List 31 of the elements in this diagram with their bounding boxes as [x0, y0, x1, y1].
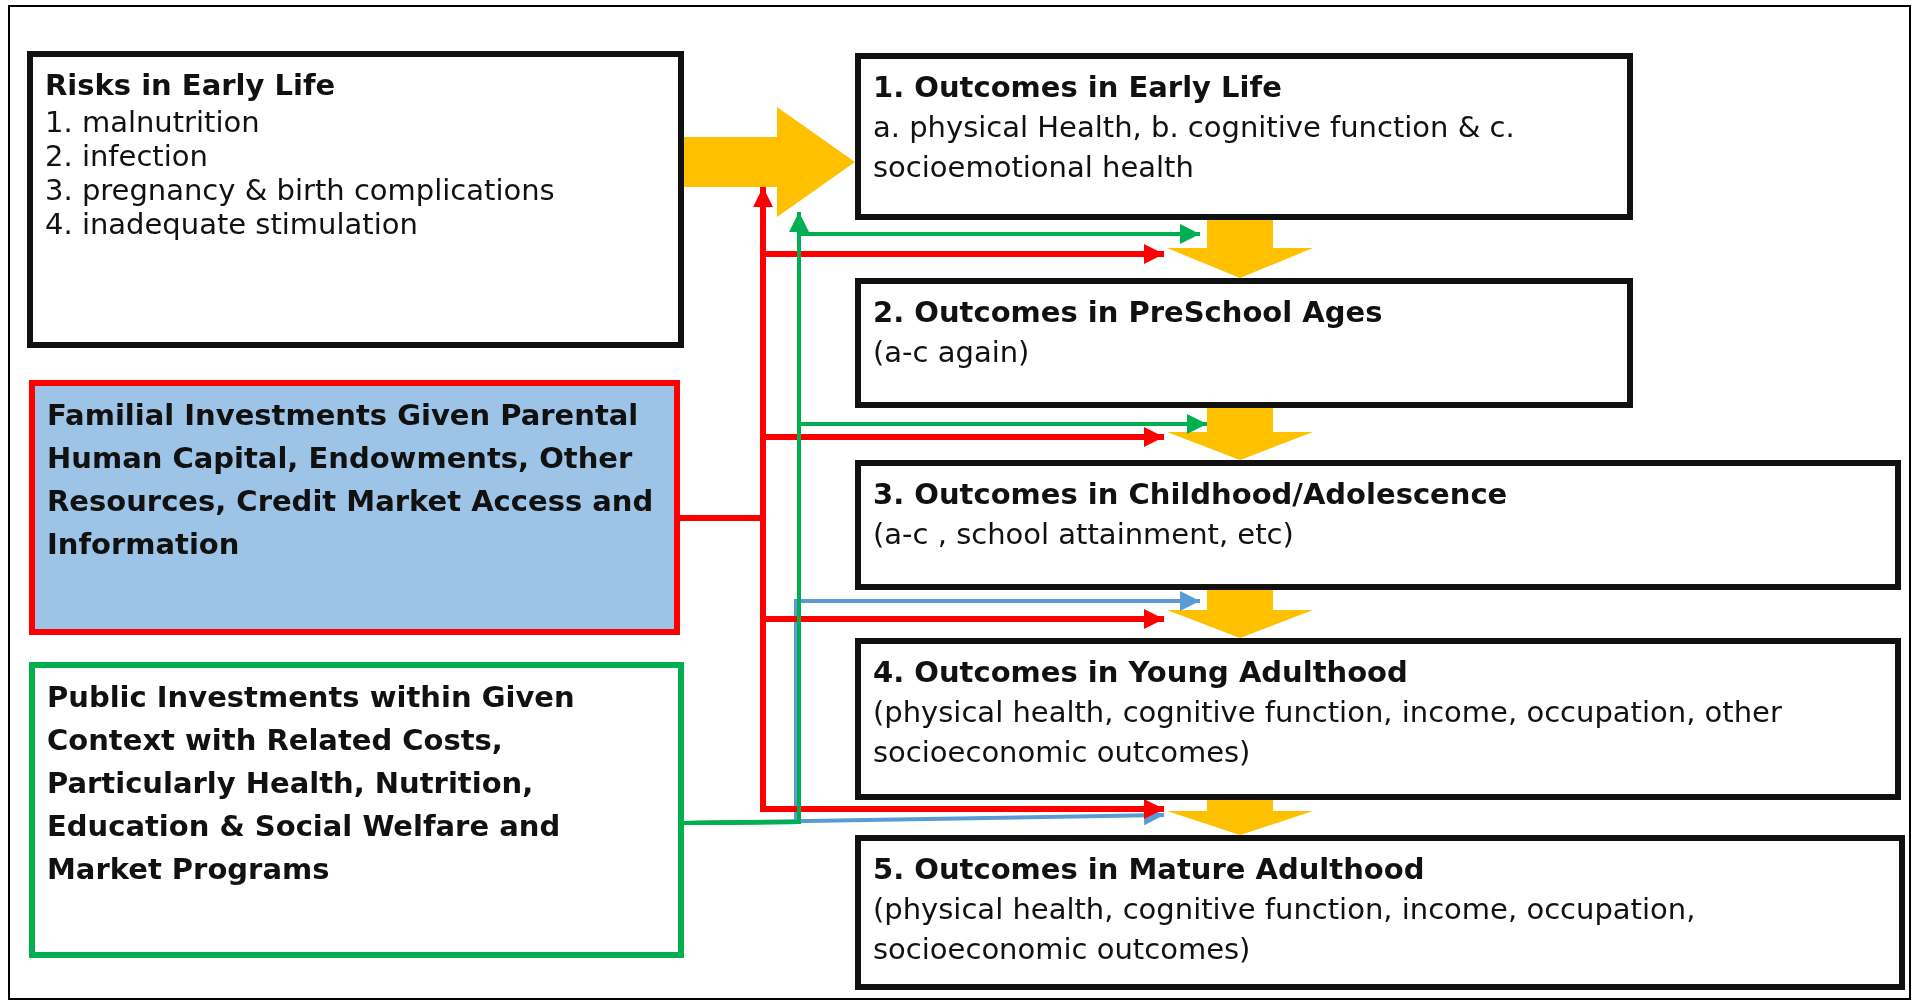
block-arrow — [684, 107, 855, 217]
list-item: 4. inadequate stimulation — [45, 207, 419, 241]
box-text: Familial Investments Given Parental Human Capital, Endowments, Other Resources, Credit Market Access and Information — [47, 397, 655, 563]
outcome-box — [855, 638, 1901, 800]
box-heading: 4. Outcomes in Young Adulthood — [873, 654, 1409, 691]
familial-investments-box — [29, 380, 680, 635]
block-arrow — [1167, 220, 1313, 278]
box-heading: 1. Outcomes in Early Life — [873, 69, 1283, 106]
box-heading: 2. Outcomes in PreSchool Ages — [873, 294, 1384, 331]
risk-factors-box — [27, 51, 684, 348]
box-text: (a-c again) — [873, 334, 1031, 371]
list-item: 2. infection — [45, 139, 209, 173]
block-arrow — [1167, 800, 1313, 835]
arrow — [684, 414, 1207, 825]
box-heading: 5. Outcomes in Mature Adulthood — [873, 851, 1426, 888]
list-item: 1. malnutrition — [45, 105, 261, 139]
list-item: 3. pregnancy & birth complications — [45, 173, 556, 207]
box-text: Public Investments within Given Context with Related Costs, Particularly Health, Nutrition, Education & Social Welfare and Market Programs — [47, 679, 576, 888]
outcome-box — [855, 278, 1633, 408]
box-text: a. physical Health, b. cognitive function & c. socioemotional health — [873, 109, 1516, 186]
box-text: (physical health, cognitive function, income, occupation, other socioeconomic outcomes) — [873, 694, 1783, 771]
box-heading: Risks in Early Life — [45, 67, 337, 104]
outcome-box — [855, 460, 1901, 590]
block-arrow — [1167, 590, 1313, 638]
box-text: (a-c , school attainment, etc) — [873, 516, 1295, 553]
box-text: (physical health, cognitive function, income, occupation, socioeconomic outcomes) — [873, 891, 1697, 968]
block-arrow — [1167, 408, 1313, 460]
outcome-box — [855, 835, 1905, 990]
public-investments-box — [29, 662, 684, 958]
outcome-box — [855, 53, 1633, 220]
box-heading: 3. Outcomes in Childhood/Adolescence — [873, 476, 1509, 513]
